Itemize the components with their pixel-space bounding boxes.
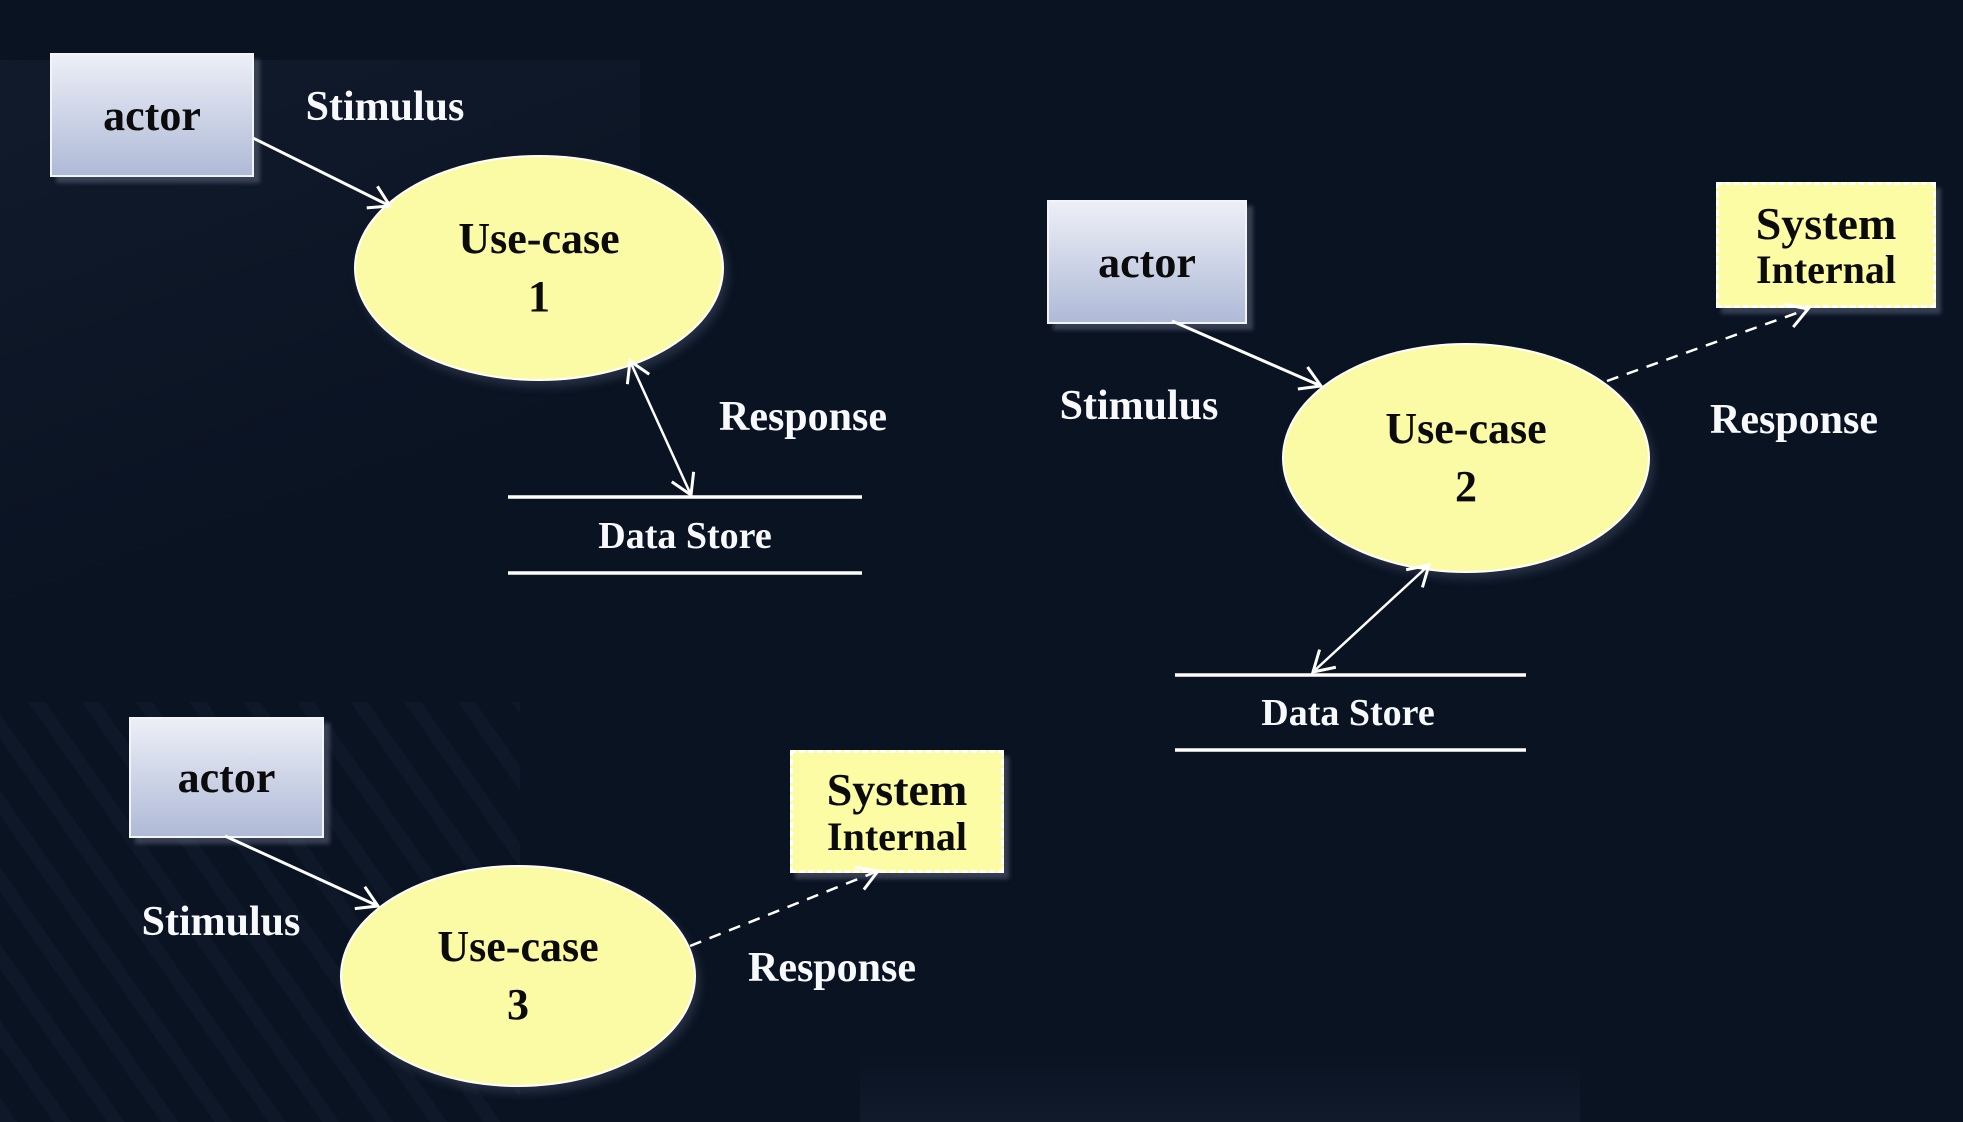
response-label-2: Response <box>1709 397 1879 443</box>
usecase-ellipse-3: Use-case 3 <box>340 865 696 1087</box>
datastore-label-1: Data Store <box>598 515 772 557</box>
stimulus-label-3: Stimulus <box>141 899 301 945</box>
datastore-arrow-2 <box>1310 563 1432 674</box>
stimulus-label-2: Stimulus <box>1059 383 1219 429</box>
actor-label: actor <box>1098 237 1196 287</box>
actor-label: actor <box>177 753 276 802</box>
system-internal-label: Internal <box>827 813 967 859</box>
system-label: System <box>1755 197 1897 249</box>
response-dashed-arrow-3 <box>689 865 881 948</box>
system-internal-box-1: System Internal <box>1716 182 1936 308</box>
actor-box-1: actor <box>50 53 254 177</box>
actor-label: actor <box>103 90 201 140</box>
datastore-label-2: Data Store <box>1261 692 1435 734</box>
system-internal-box-2: System Internal <box>790 750 1004 873</box>
system-internal-label: Internal <box>1756 247 1896 293</box>
usecase-title: Use-case <box>458 213 620 263</box>
usecase-ellipse-2: Use-case 2 <box>1282 343 1650 573</box>
background-texture <box>860 1032 1580 1122</box>
system-label: System <box>826 764 968 816</box>
response-label-1: Response <box>718 394 888 440</box>
stimulus-arrow-2 <box>1171 319 1324 391</box>
stimulus-arrow-1 <box>252 136 393 210</box>
actor-box-2: actor <box>1047 200 1247 324</box>
actor-box-3: actor <box>129 717 324 838</box>
stimulus-label-1: Stimulus <box>305 84 465 130</box>
datastore-arrow-1 <box>625 358 696 498</box>
usecase-title: Use-case <box>1385 403 1547 453</box>
usecase-ellipse-1: Use-case 1 <box>354 155 724 381</box>
response-dashed-arrow-2 <box>1606 302 1811 383</box>
usecase-title: Use-case <box>437 921 599 971</box>
usecase-number: 3 <box>507 980 529 1029</box>
stimulus-arrow-3 <box>224 834 381 911</box>
usecase-number: 1 <box>528 272 550 321</box>
usecase-number: 2 <box>1455 462 1477 511</box>
response-label-3: Response <box>747 945 917 991</box>
